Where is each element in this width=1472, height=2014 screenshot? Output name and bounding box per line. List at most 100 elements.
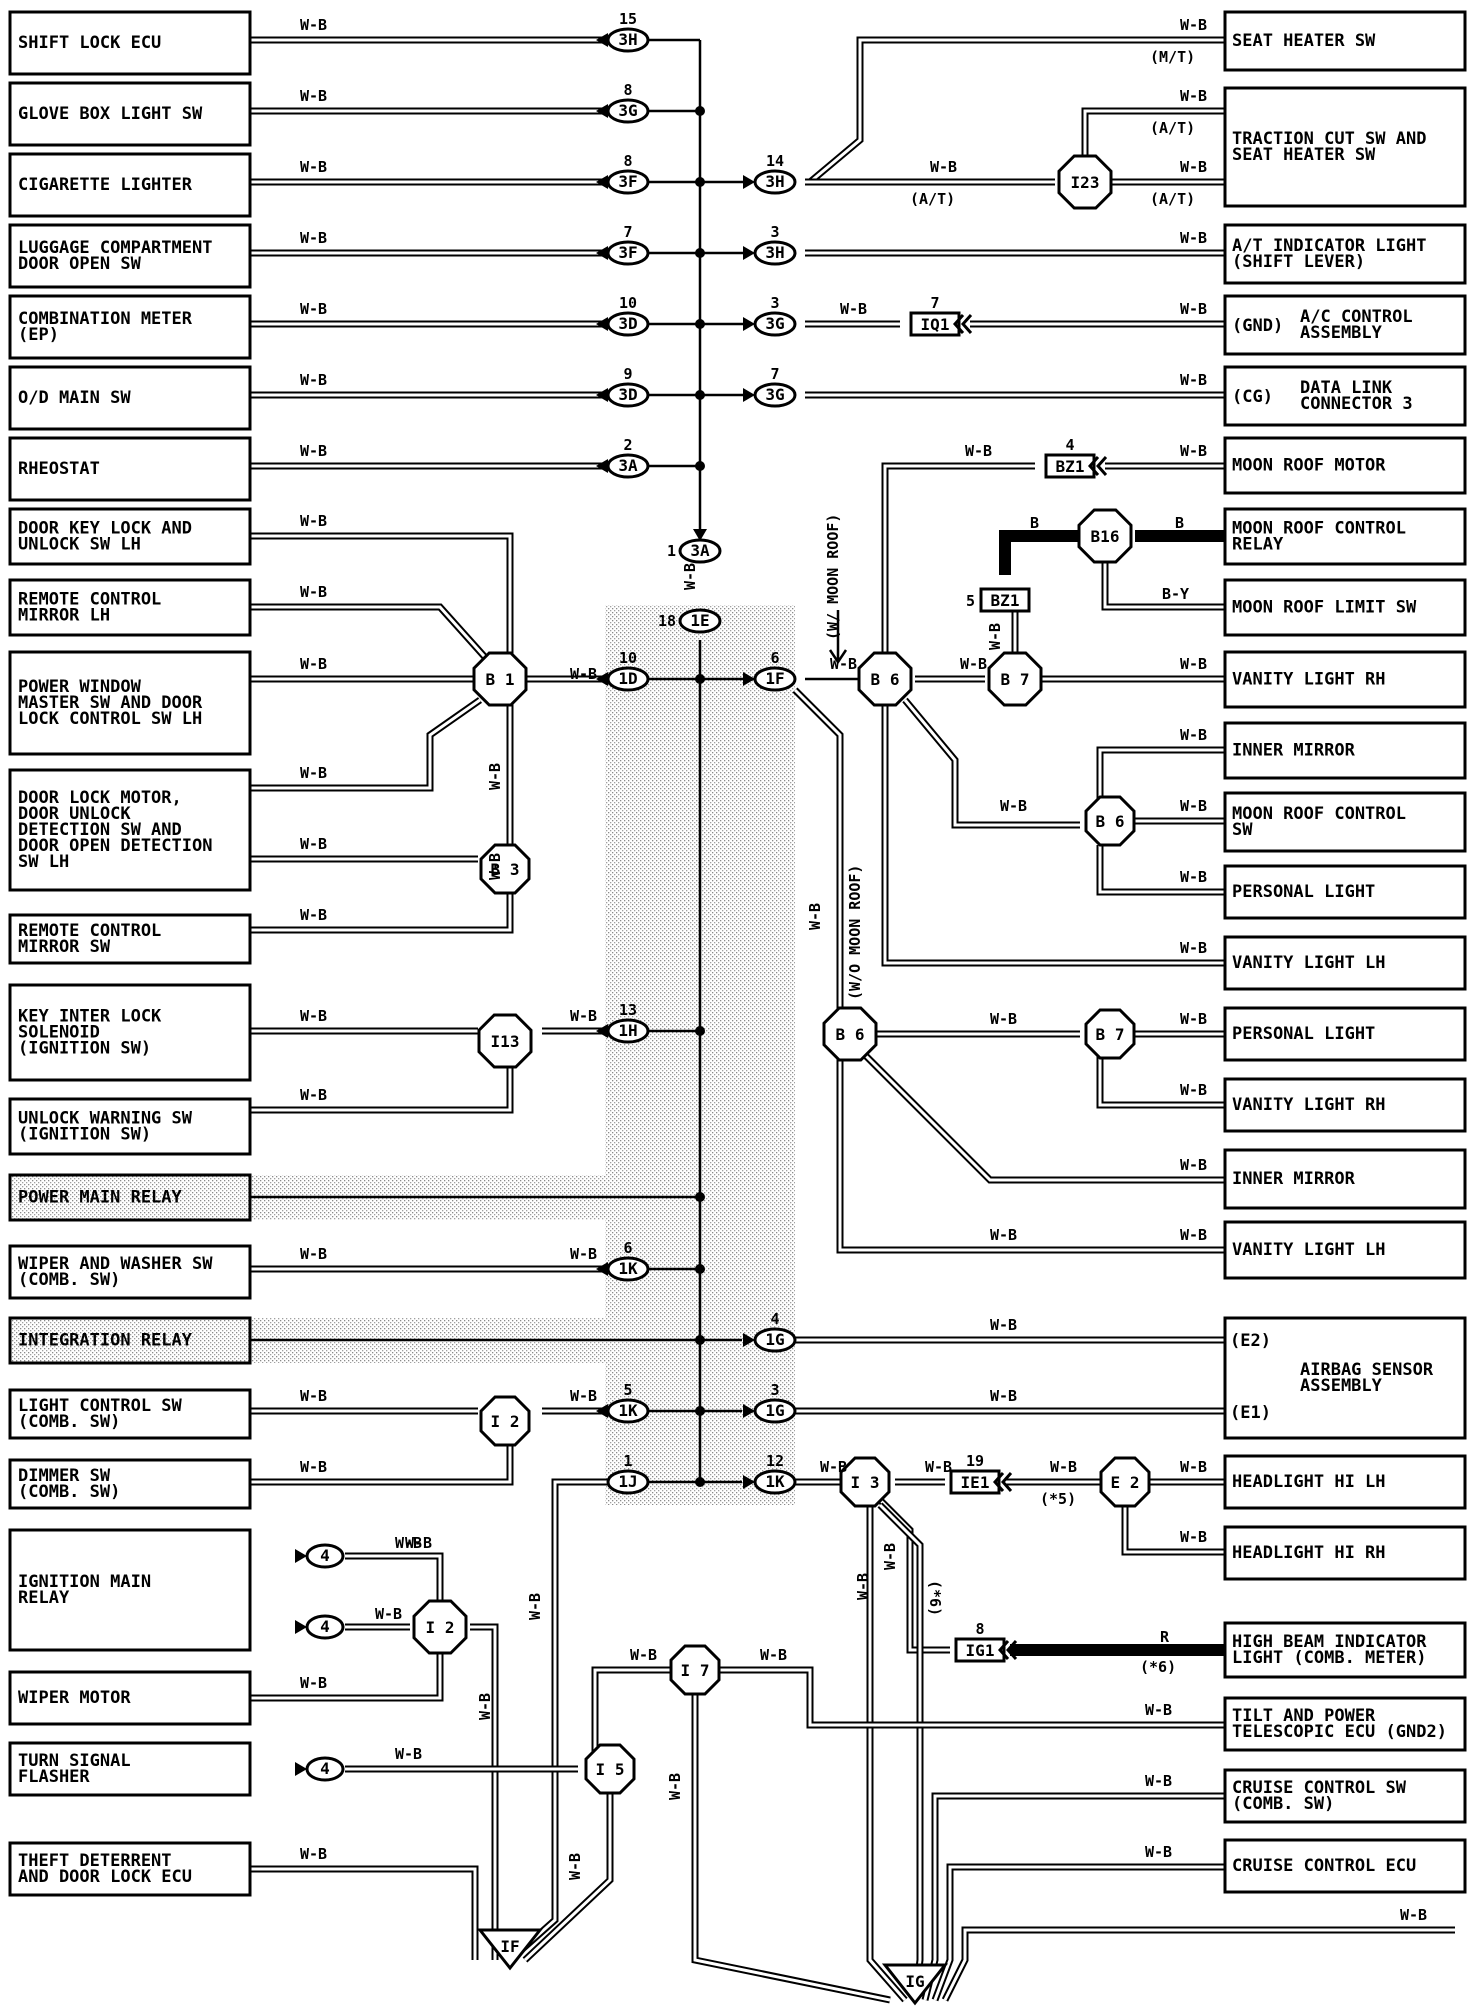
wire-label: W-B (1180, 797, 1207, 815)
wire-note: (W/ MOON ROOF) (824, 514, 842, 640)
component-box (8, 983, 252, 1082)
connector-id: 1E (690, 611, 709, 630)
left-component: SHIFT LOCK ECU (8, 10, 252, 76)
component-box (8, 1097, 252, 1156)
component-label: FLASHER (18, 1767, 90, 1787)
connector-arrow (743, 388, 755, 402)
wire-label: W-B (300, 512, 327, 530)
wire-label: W-B (1145, 1701, 1172, 1719)
wire-label: W-B (1145, 1843, 1172, 1861)
connector-arrow (596, 672, 608, 686)
connector-id: 3F (618, 172, 637, 191)
wire-label: W-B (300, 1458, 327, 1476)
component-label: UNLOCK WARNING SW (18, 1109, 193, 1129)
junction-id: I 2 (426, 1618, 455, 1637)
connector-pin: 3 (770, 223, 779, 241)
component-box (1223, 721, 1467, 780)
component-label: PERSONAL LIGHT (1232, 1024, 1375, 1044)
connector-pin: 18 (658, 612, 676, 630)
wire-note: (*6) (1140, 1658, 1176, 1676)
wire-label: W-B (300, 158, 327, 176)
connector: 4 (295, 1756, 345, 1782)
component-box (1223, 1525, 1467, 1581)
connector-id: 4 (320, 1546, 330, 1565)
connector: 3D9 (596, 365, 650, 408)
wire-label: W-B (300, 1845, 327, 1863)
connector-oval (753, 1398, 797, 1424)
connector: 4 (295, 1543, 345, 1569)
connector-oval (606, 1256, 650, 1282)
connector: 3A1 (667, 529, 722, 564)
component-label: POWER WINDOW (18, 677, 142, 697)
splice-dots (695, 106, 705, 1487)
connector-pin: 9 (623, 365, 632, 383)
component-label: DOOR OPEN SW (18, 254, 142, 274)
connector-id: 4 (320, 1617, 330, 1636)
component-box (1223, 1696, 1467, 1752)
connector-id: 3H (765, 243, 784, 262)
ground-layer: IF IG (476, 1928, 949, 2006)
connector-id: 1K (618, 1401, 638, 1420)
connector: 1G3 (743, 1381, 797, 1424)
wire-label: W-B (630, 1646, 657, 1664)
ground-point: IG (881, 1963, 949, 2006)
wire-label-vertical: W-B (681, 563, 699, 590)
wire-label: W-B (300, 1387, 327, 1405)
wire-label: W-B (395, 1534, 422, 1552)
component-label: (SHIFT LEVER) (1232, 252, 1365, 272)
rect-connector-id: BZ1 (991, 591, 1020, 610)
component-label: GLOVE BOX LIGHT SW (18, 104, 203, 124)
ground-point: IF (476, 1928, 544, 1971)
wire-label-layer: W-B W-B W-B W-B W-B W-B W-B W-B W-B W-B W-B W-B W-B W… (300, 16, 1427, 1924)
component-box (1223, 1316, 1467, 1440)
component-box (8, 768, 252, 892)
component-label: IGNITION MAIN (18, 1572, 151, 1592)
component-label: MOON ROOF CONTROL (1232, 804, 1406, 824)
rect-connector-pin: 19 (966, 1452, 984, 1470)
left-wires (250, 36, 760, 1963)
right-component: CRUISE CONTROL SW(COMB. SW) (1223, 1768, 1467, 1824)
component-label: TRACTION CUT SW AND (1232, 129, 1426, 149)
wire-label: W-B (395, 1745, 422, 1763)
left-component: INTEGRATION RELAY (8, 1316, 252, 1365)
wire-label: W-B (960, 655, 987, 673)
component-label: SW (1232, 820, 1253, 840)
junction-connector: B 3 (479, 843, 531, 895)
wire-label: W-B (1180, 371, 1207, 389)
connector: 1E 18 (658, 608, 722, 634)
wire-label: W-B (1145, 1772, 1172, 1790)
component-label: CRUISE CONTROL ECU (1232, 1856, 1416, 1876)
junction-connector: I13 (477, 1013, 533, 1069)
wire-label: W-B (300, 229, 327, 247)
right-component: PERSONAL LIGHT (1223, 864, 1467, 920)
wire-label: W-B (300, 300, 327, 318)
wire-note: (A/T) (910, 190, 955, 208)
wire-label: W-B (300, 371, 327, 389)
connector-id: 3D (618, 385, 637, 404)
wire-label: W-B (1180, 300, 1207, 318)
component-label: REMOTE CONTROL (18, 590, 161, 610)
left-component: UNLOCK WARNING SW(IGNITION SW) (8, 1097, 252, 1156)
wire-label: W-B (930, 158, 957, 176)
connector: 1K6 (596, 1239, 650, 1282)
right-component: VANITY LIGHT RH (1223, 1077, 1467, 1133)
pin-label: (E2) (1230, 1331, 1271, 1351)
component-label: ASSEMBLY (1300, 323, 1383, 343)
junction-id: B 1 (486, 670, 515, 689)
junction-connector: B16 (1077, 508, 1133, 564)
left-component: GLOVE BOX LIGHT SW (8, 81, 252, 147)
connector-id: 3G (765, 314, 784, 333)
component-box (8, 365, 252, 431)
wire-label: W-B (300, 906, 327, 924)
